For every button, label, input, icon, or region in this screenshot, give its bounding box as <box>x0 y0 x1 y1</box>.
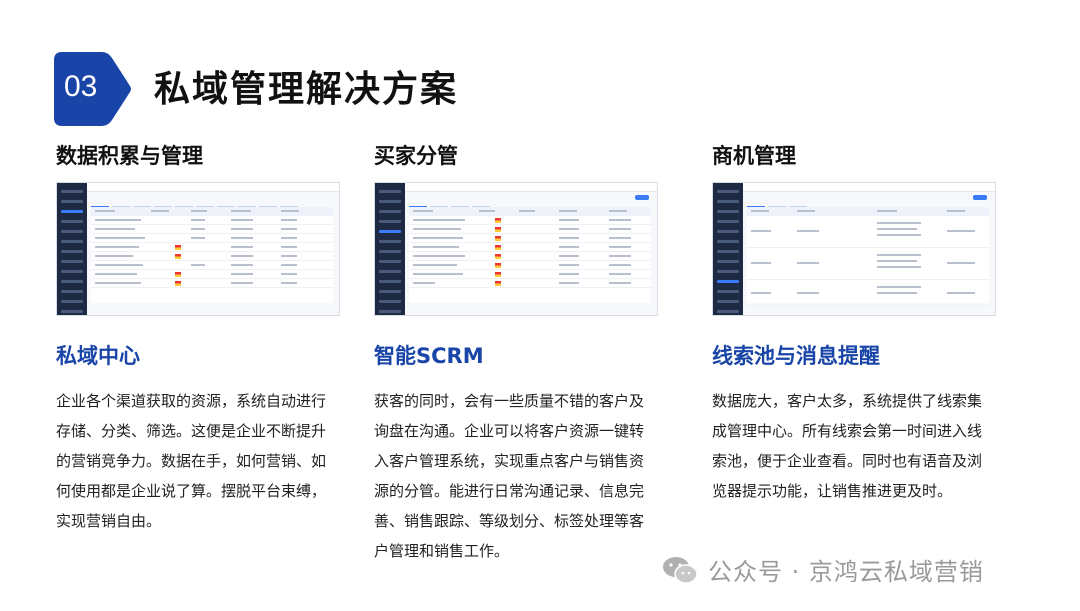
action-button <box>973 195 987 200</box>
top-bar <box>743 183 995 192</box>
sidebar-menu <box>57 183 87 315</box>
section-number-badge <box>54 52 131 126</box>
column-description: 数据庞大，客户太多，系统提供了线索集成管理中心。所有线索会第一时间进入线索池，便… <box>712 392 983 500</box>
tab-strip <box>409 195 651 210</box>
column-subheading: 智能SCRM <box>374 344 484 368</box>
pagination <box>559 307 649 312</box>
leads-pool-screenshot <box>712 182 996 316</box>
top-bar <box>405 183 657 192</box>
sidebar-menu <box>375 183 405 315</box>
wechat-icon <box>663 556 698 584</box>
customer-table <box>409 207 651 303</box>
data-table <box>91 207 333 303</box>
action-button <box>635 195 649 200</box>
page-title: 私域管理解决方案 <box>154 69 459 110</box>
column-heading: 商机管理 <box>712 144 796 168</box>
pagination <box>241 307 331 312</box>
feature-column-buyer-management: 买家分管 智能SCRM 获客的同时，会有一些质量不错的客户及询盘在沟通。企业可以… <box>374 140 664 566</box>
column-description: 获客的同时，会有一些质量不错的客户及询盘在沟通。企业可以将客户资源一键转入客户管… <box>374 392 645 560</box>
sidebar-menu <box>713 183 743 315</box>
watermark-text: 公众号 · 京鸿云私域营销 <box>708 558 984 586</box>
tab-strip <box>91 195 333 210</box>
watermark: 公众号 · 京鸿云私域营销 <box>662 552 984 587</box>
leads-table <box>747 207 989 306</box>
tab-strip <box>747 195 989 210</box>
section-number: 03 <box>64 70 98 103</box>
customer-list-screenshot <box>374 182 658 316</box>
column-subheading: 线索池与消息提醒 <box>712 344 880 368</box>
column-heading: 数据积累与管理 <box>56 144 203 168</box>
feature-column-opportunity-management: 商机管理 线索池与消息提醒 数据庞大，客户太多，系统提供了线索集成管理中心。所有… <box>712 140 1002 506</box>
column-heading: 买家分管 <box>374 144 458 168</box>
column-description: 企业各个渠道获取的资源，系统自动进行存储、分类、筛选。这便是企业不断提升的营销竞… <box>56 392 327 530</box>
column-subheading: 私域中心 <box>56 344 140 368</box>
crm-table-screenshot <box>56 182 340 316</box>
top-bar <box>87 183 339 192</box>
feature-column-data-management: 数据积累与管理 私域中心 企业各个渠道获取的资源，系统自动进行存储、分类、筛选。… <box>56 140 346 536</box>
pagination <box>897 307 987 312</box>
